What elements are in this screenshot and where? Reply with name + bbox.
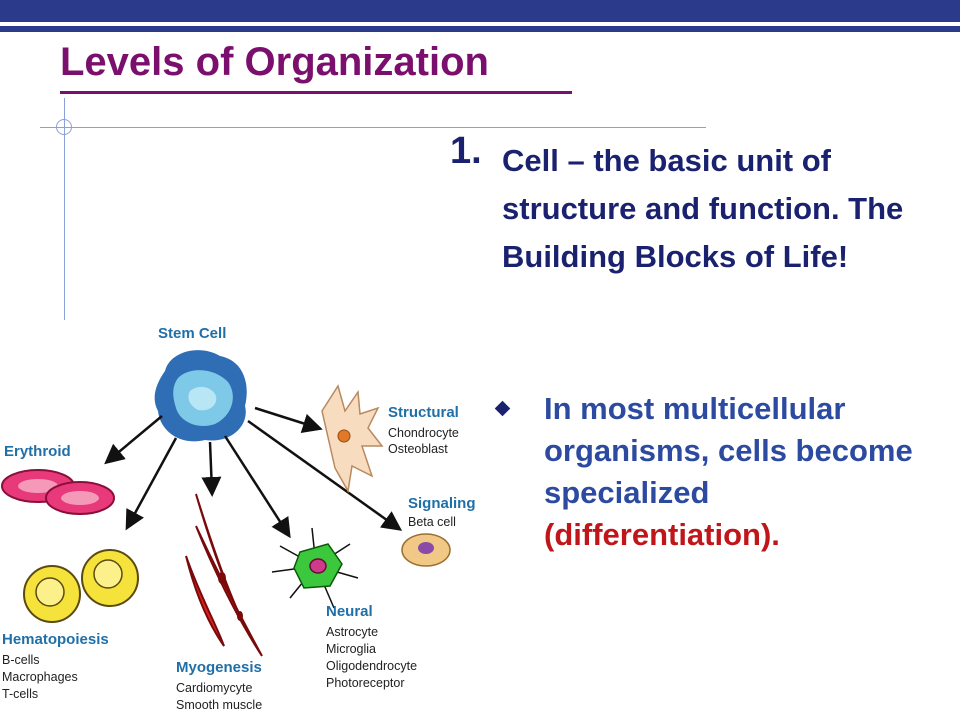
structural-label: Structural xyxy=(388,404,459,421)
point-number: 1. xyxy=(450,130,482,172)
signaling-label: Signaling xyxy=(408,495,476,512)
hematopoiesis-label: Hematopoiesis xyxy=(2,631,109,648)
myogenesis-cells-image xyxy=(185,493,263,657)
hematopoiesis-item: T-cells xyxy=(2,687,38,701)
neural-label: Neural xyxy=(326,603,373,620)
neural-item: Microglia xyxy=(326,642,376,656)
hematopoiesis-cells-image xyxy=(23,549,139,623)
point-text: Cell – the basic unit of structure and f… xyxy=(502,143,904,274)
neural-cell-image xyxy=(271,527,359,609)
structural-item: Osteoblast xyxy=(388,442,448,456)
title-underline xyxy=(60,91,572,94)
erythroid-cells-image xyxy=(1,469,115,515)
header-bar-line xyxy=(0,26,960,32)
arrow-to-erythroid xyxy=(104,415,163,465)
guide-line-horizontal xyxy=(40,127,706,128)
header-bar xyxy=(0,0,960,22)
stem-cell-image xyxy=(154,350,247,442)
arrow-to-myogenesis xyxy=(201,441,222,497)
differentiation-arrows xyxy=(104,406,403,539)
neural-item: Astrocyte xyxy=(326,625,378,639)
bullet-text: In most multicellular organisms, cells b… xyxy=(544,388,944,556)
stem-cell-differentiation-diagram: Stem Cell Structural Chondrocyte Osteobl… xyxy=(1,325,476,712)
structural-cell-image xyxy=(321,384,384,494)
guide-crosshair-circle xyxy=(56,119,72,135)
myogenesis-item: Cardiomycyte xyxy=(176,681,252,695)
hematopoiesis-item: B-cells xyxy=(2,653,40,667)
signaling-cell-image xyxy=(401,533,451,567)
stem-cell-label: Stem Cell xyxy=(158,325,226,342)
bullet-text-main: In most multicellular organisms, cells b… xyxy=(544,391,913,510)
arrow-to-neural xyxy=(223,435,291,539)
bullet-text-highlight: (differentiation). xyxy=(544,517,780,552)
myogenesis-label: Myogenesis xyxy=(176,659,262,676)
myogenesis-item: Smooth muscle xyxy=(176,698,262,712)
slide-title: Levels of Organization xyxy=(60,40,489,84)
arrow-to-signaling xyxy=(247,419,403,531)
signaling-item: Beta cell xyxy=(408,515,456,529)
neural-item: Oligodendrocyte xyxy=(326,659,417,673)
arrow-to-hematopoiesis xyxy=(125,437,178,531)
arrow-to-structural xyxy=(254,406,323,433)
guide-line-vertical xyxy=(64,98,65,320)
erythroid-label: Erythroid xyxy=(4,443,71,460)
neural-item: Photoreceptor xyxy=(326,676,405,690)
structural-item: Chondrocyte xyxy=(388,426,459,440)
hematopoiesis-item: Macrophages xyxy=(2,670,78,684)
